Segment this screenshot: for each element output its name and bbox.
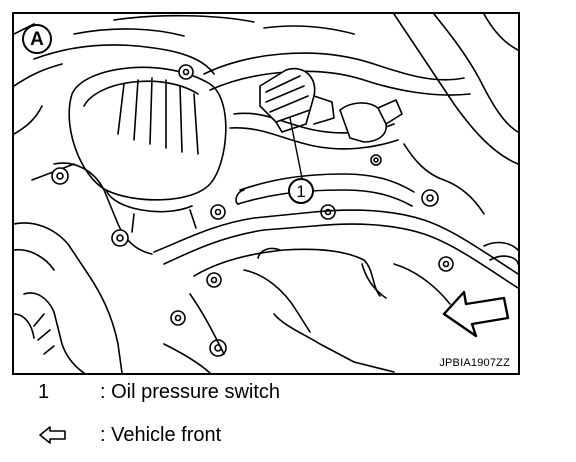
legend-key-icon xyxy=(38,425,100,445)
legend-key-number: 1 xyxy=(38,380,50,403)
oil-pan xyxy=(153,209,518,373)
view-label-badge: A xyxy=(22,24,52,54)
oil-filter xyxy=(68,66,227,233)
legend-description: : Oil pressure switch xyxy=(100,380,281,403)
legend-row-vehicle-front: : Vehicle front xyxy=(38,423,221,447)
legend-description: : Vehicle front xyxy=(100,423,222,446)
bolts xyxy=(111,64,454,357)
callout-number-badge: 1 xyxy=(288,178,314,204)
illustration-frame: A 1 JPBIA1907ZZ xyxy=(12,12,520,375)
engine-line-drawing xyxy=(14,14,518,373)
callout-number-text: 1 xyxy=(296,181,306,201)
legend-row-oil-pressure-switch: 1 : Oil pressure switch xyxy=(38,380,280,404)
oil-pressure-switch xyxy=(259,67,335,133)
callout-leader-line xyxy=(289,117,303,179)
figure-code: JPBIA1907ZZ xyxy=(439,357,510,369)
hollow-arrow-left-icon xyxy=(39,426,66,444)
view-label-text: A xyxy=(30,28,44,50)
vehicle-front-arrow-icon xyxy=(442,290,510,338)
